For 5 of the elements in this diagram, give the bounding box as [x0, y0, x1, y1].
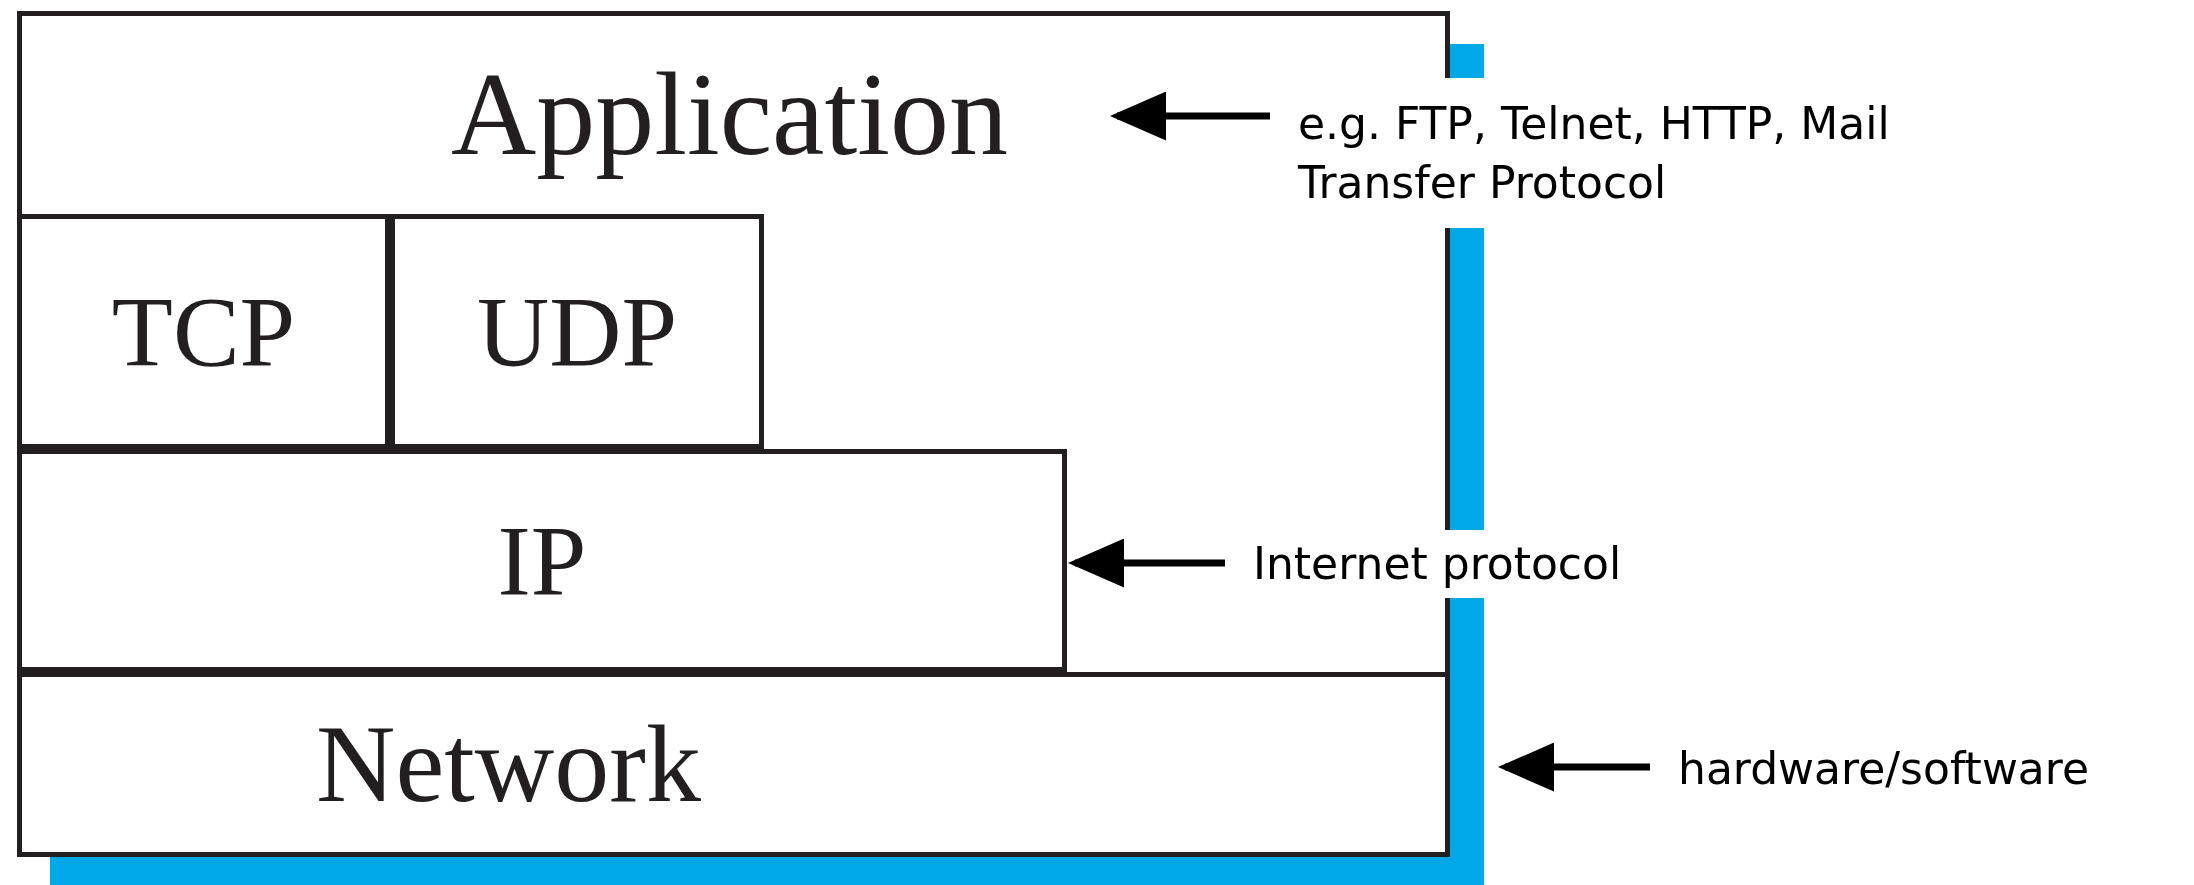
layer-label: Network: [316, 702, 701, 827]
layer-label: UDP: [476, 275, 678, 389]
layer-label: TCP: [111, 275, 296, 389]
layer-label: IP: [497, 504, 587, 618]
layer-label: Application: [450, 48, 1009, 182]
